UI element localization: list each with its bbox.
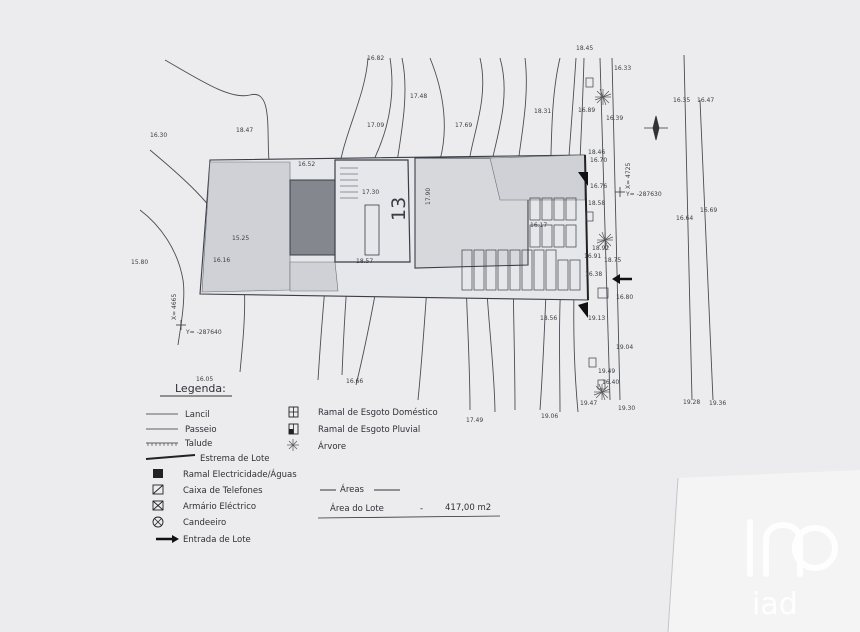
elev-label: 16.30 [150, 132, 167, 139]
elev-label: 19.49 [598, 368, 615, 375]
elev-label: 16.89 [578, 107, 595, 114]
legend-item: Árvore [318, 440, 346, 452]
area-sep: - [420, 504, 423, 514]
legend-item: Entrada de Lote [183, 535, 251, 545]
legend-item: Talude [184, 439, 212, 449]
road-lines [599, 54, 714, 401]
elev-label: 18.92 [592, 245, 609, 252]
legend-item: Caixa de Telefones [183, 486, 263, 496]
elev-label: 16.70 [590, 157, 607, 164]
elev-label: 18.57 [356, 258, 373, 265]
elev-label: 15.80 [131, 259, 148, 266]
legend-item: Passeio [185, 425, 217, 435]
elev-label: 16.82 [367, 55, 384, 62]
area-label: Área do Lote [330, 502, 384, 514]
lot-entrance-icon [156, 535, 179, 543]
elev-label: 16.47 [697, 97, 714, 104]
entrance-arrow-icon [612, 274, 632, 284]
elev-label: 16.91 [584, 253, 601, 260]
elev-label: 16.69 [700, 207, 717, 214]
elev-label: 16.35 [673, 97, 690, 104]
areas-title: Áreas [340, 483, 365, 495]
legend-item: Candeeiro [183, 518, 226, 528]
phone-box-icon [152, 484, 164, 495]
elev-label: 18.47 [236, 127, 253, 134]
elev-label: 17.30 [362, 189, 379, 196]
elev-label: 19.47 [580, 400, 597, 407]
elev-label: 19.30 [618, 405, 635, 412]
legend-item: Ramal de Esgoto Doméstico [318, 407, 438, 418]
building [334, 159, 411, 263]
legend-item: Estrema de Lote [200, 454, 270, 464]
electric-cabinet-icon [152, 500, 164, 511]
elev-label: 16.52 [298, 161, 315, 168]
legend-item: Armário Eléctrico [183, 501, 256, 512]
domestic-sewer-icon [288, 406, 299, 418]
lot-number: 13 [388, 197, 410, 221]
coord-left-x: X= 4665 [171, 294, 178, 320]
elev-label: 18.75 [604, 257, 621, 264]
coord-left-y: Y= -287640 [185, 329, 222, 336]
elev-label: 16.05 [196, 376, 213, 383]
tree-icons [593, 88, 614, 401]
elev-label: 16.40 [602, 379, 619, 386]
elev-label: 18.31 [534, 108, 551, 115]
elev-label: 19.06 [541, 413, 558, 420]
elev-label: 18.56 [540, 315, 557, 322]
elev-label: 17.49 [466, 417, 483, 424]
coord-right-y: Y= -287630 [625, 191, 662, 198]
north-arrow-icon [644, 115, 668, 141]
elev-label: 16.33 [614, 65, 631, 72]
elev-label: 18.45 [576, 45, 593, 52]
stairs [340, 167, 358, 199]
elev-label: 18.58 [588, 200, 605, 207]
storm-sewer-icon [288, 423, 299, 435]
elev-label: 16.76 [590, 183, 607, 190]
area-value: 417,00 m2 [445, 503, 491, 513]
coord-right-x: X= 4725 [625, 163, 632, 189]
elev-label: 17.09 [367, 122, 384, 129]
legend: Legenda: Lancil Passeio Talude Estrema d… [145, 382, 438, 545]
elev-label: 16.80 [616, 294, 633, 301]
tree-icon [287, 439, 299, 451]
elev-label: 17.48 [410, 93, 427, 100]
elev-label: 19.28 [683, 399, 700, 406]
pool-block [289, 179, 336, 256]
iad-text: iad [752, 587, 798, 622]
legend-item: Ramal Electricidade/Águas [183, 468, 297, 480]
elev-label: 16.38 [585, 271, 602, 278]
elev-label: 16.66 [346, 378, 363, 385]
elev-label: 19.04 [616, 344, 633, 351]
elev-label: 15.25 [232, 235, 249, 242]
elev-label: 17.90 [425, 188, 432, 205]
areas-table: Áreas Área do Lote - 417,00 m2 [317, 483, 501, 519]
elev-label: 16.17 [530, 222, 547, 229]
legend-item: Lancil [185, 410, 210, 420]
iad-watermark: iad [747, 519, 838, 622]
electric-water-icon [153, 469, 163, 478]
elev-label: 18.46 [588, 149, 605, 156]
legend-item: Ramal de Esgoto Pluvial [318, 425, 420, 435]
lamp-post-icon [152, 516, 164, 528]
elev-label: 16.39 [606, 115, 623, 122]
elev-label: 19.36 [709, 400, 726, 407]
elev-label: 17.69 [455, 122, 472, 129]
elev-label: 16.64 [676, 215, 693, 222]
parking-grid [461, 197, 581, 291]
elevation-labels: 16.52 17.30 18.57 16.16 15.25 15.80 18.4… [131, 45, 726, 424]
elev-label: 16.16 [213, 257, 230, 264]
legend-title: Legenda: [175, 382, 226, 395]
elev-label: 19.13 [588, 315, 605, 322]
